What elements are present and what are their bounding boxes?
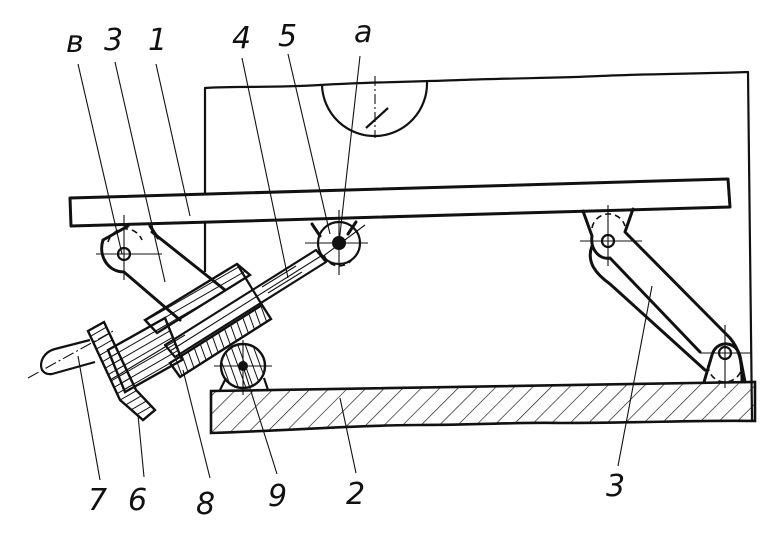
callout-3-bottom: 3 xyxy=(606,469,625,504)
frame-plate xyxy=(203,70,754,421)
callout-3-top: 3 xyxy=(104,23,123,58)
handle xyxy=(27,329,116,379)
right-link xyxy=(580,205,752,388)
callouts-bottom: 7 6 8 9 2 3 xyxy=(88,469,625,522)
callout-9: 9 xyxy=(268,479,287,514)
table-top xyxy=(68,177,732,228)
callout-1: 1 xyxy=(148,23,167,58)
left-link xyxy=(96,215,227,322)
callout-7: 7 xyxy=(88,483,107,518)
callouts-top: в 3 1 4 5 a xyxy=(66,15,372,60)
callout-8: 8 xyxy=(196,487,215,522)
callout-b: в xyxy=(66,25,84,60)
callout-4: 4 xyxy=(232,21,251,56)
callout-5: 5 xyxy=(278,19,297,54)
callout-2: 2 xyxy=(346,477,365,512)
leader-lines xyxy=(77,53,653,481)
callout-6: 6 xyxy=(128,483,147,518)
frame-cutout xyxy=(320,81,429,138)
crank xyxy=(86,316,186,422)
callout-a: a xyxy=(354,15,372,50)
base xyxy=(209,380,757,435)
